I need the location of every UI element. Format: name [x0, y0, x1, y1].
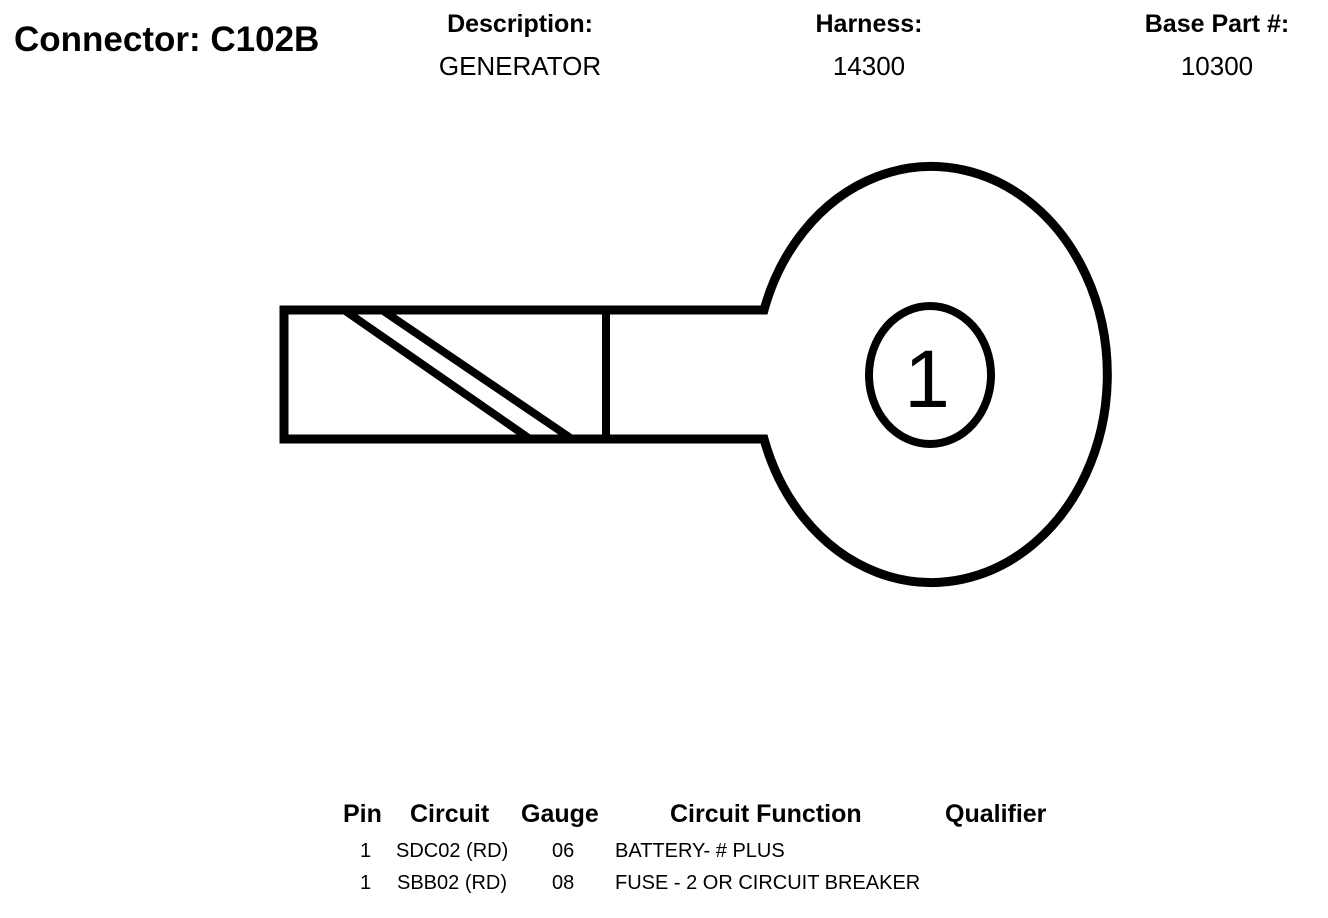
wire-strand-line — [341, 306, 533, 443]
circuit-column-header: Circuit — [410, 800, 490, 828]
row-circuit: SBB02 (RD) — [397, 872, 508, 894]
circuit-function-column-header: Circuit Function — [670, 800, 862, 828]
gauge-column-header: Gauge — [521, 800, 599, 828]
description-value: GENERATOR — [438, 51, 602, 81]
connector-title: Connector: C102B — [14, 20, 320, 59]
ring-terminal-outline — [279, 162, 1112, 587]
pin-number-label: 1 — [904, 334, 950, 425]
row-function: BATTERY- # PLUS — [615, 840, 785, 862]
wire-strand-line — [379, 306, 575, 443]
qualifier-column-header: Qualifier — [945, 800, 1047, 828]
row-pin: 1 — [360, 840, 372, 862]
base-part-value: 10300 — [1180, 51, 1254, 81]
row-circuit: SDC02 (RD) — [396, 840, 509, 862]
row-function: FUSE - 2 OR CIRCUIT BREAKER — [615, 872, 921, 894]
base-part-block: Base Part #: 10300 — [1087, 10, 1328, 82]
row-gauge: 06 — [552, 840, 575, 862]
pin-circle — [865, 302, 995, 448]
row-gauge: 08 — [552, 872, 575, 894]
base-part-label: Base Part #: — [1144, 10, 1290, 38]
pin-column-header: Pin — [343, 800, 382, 828]
description-label: Description: — [447, 10, 593, 38]
harness-value: 14300 — [832, 51, 906, 81]
row-pin: 1 — [360, 872, 372, 894]
harness-label: Harness: — [815, 10, 923, 38]
description-block: Description: GENERATOR — [390, 10, 650, 82]
harness-block: Harness: 14300 — [739, 10, 999, 82]
